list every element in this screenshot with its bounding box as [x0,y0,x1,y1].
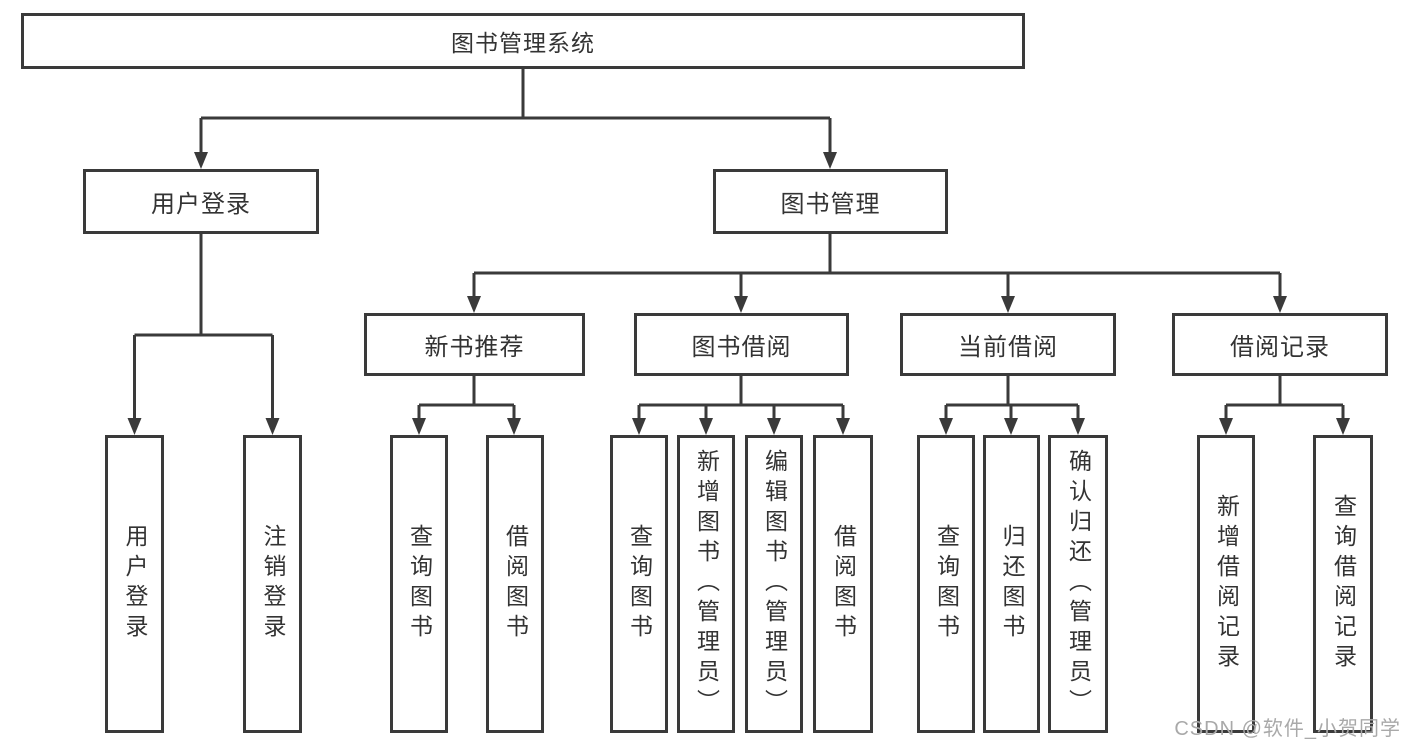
node-leaf-logout: 注销登录 [243,435,302,733]
node-br-query-record: 查询借阅记录 [1313,435,1373,733]
node-label: 用户登录 [151,191,251,218]
node-label: 新增借阅记录 [1213,494,1240,674]
node-label: 查询图书 [626,524,653,644]
node-current-borrowing: 当前借阅 [900,313,1116,376]
node-borrowing-records: 借阅记录 [1172,313,1388,376]
node-rec-query-books: 查询图书 [390,435,448,733]
node-label: 新增图书（管理员） [693,449,720,719]
node-book-borrowing: 图书借阅 [634,313,849,376]
node-label: 用户登录 [122,524,148,644]
node-label: 当前借阅 [958,334,1058,361]
node-label: 查询借阅记录 [1330,494,1357,674]
node-rec-borrow-books: 借阅图书 [486,435,544,733]
node-user-login: 用户登录 [83,169,319,234]
node-cb-query-books: 查询图书 [917,435,975,733]
node-new-book-recommend: 新书推荐 [364,313,585,376]
node-bb-query-books: 查询图书 [610,435,668,733]
node-br-add-record: 新增借阅记录 [1197,435,1255,733]
node-label: 查询图书 [933,524,960,644]
node-bb-edit-books: 编辑图书（管理员） [745,435,803,733]
node-label: 借阅图书 [830,524,857,644]
node-book-management: 图书管理 [713,169,948,234]
node-label: 借阅记录 [1230,334,1330,361]
node-label: 图书借阅 [691,334,792,361]
node-cb-return-books: 归还图书 [983,435,1040,733]
node-label: 归还图书 [999,524,1025,644]
node-bb-borrow-books: 借阅图书 [813,435,873,733]
node-cb-confirm-return: 确认归还（管理员） [1048,435,1108,733]
node-book-management-system: 图书管理系统 [21,13,1025,69]
node-label: 确认归还（管理员） [1065,449,1092,719]
node-label: 图书管理系统 [451,30,595,56]
node-label: 借阅图书 [502,524,529,644]
watermark: CSDN @软件_小贺同学 [1174,718,1401,740]
node-label: 注销登录 [260,524,286,644]
node-bb-add-books: 新增图书（管理员） [677,435,735,733]
node-label: 编辑图书（管理员） [761,449,788,719]
node-label: 图书管理 [780,191,881,218]
node-label: 新书推荐 [424,334,525,361]
node-label: 查询图书 [406,524,433,644]
node-leaf-user-login: 用户登录 [105,435,164,733]
